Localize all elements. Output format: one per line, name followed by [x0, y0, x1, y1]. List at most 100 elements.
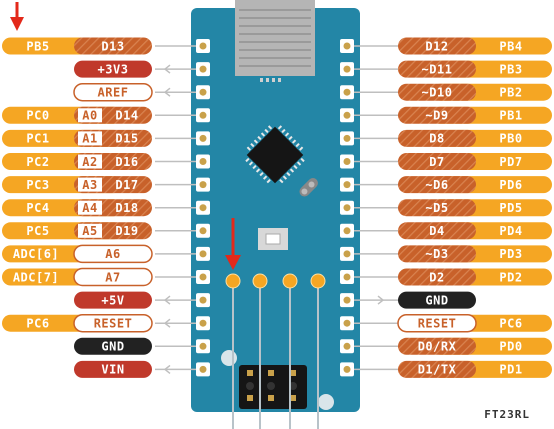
pin-label: ~D9 [425, 109, 448, 123]
port-label: PD1 [499, 363, 522, 377]
pin-label-pill [398, 83, 476, 101]
port-label: PD3 [499, 247, 522, 261]
red-arrow-ftdi-icon [225, 218, 241, 270]
mounting-hole [318, 394, 334, 410]
port-label: PB4 [499, 39, 522, 53]
pin-label-pill [74, 337, 152, 355]
pin-label: ~D10 [422, 86, 453, 100]
pin-label-pill [73, 244, 153, 264]
pin-label-pill [74, 360, 152, 378]
pin-label: D0/RX [418, 340, 457, 354]
header-pad-hole [199, 342, 207, 350]
port-label: PC2 [26, 155, 49, 169]
analog-label-box [78, 223, 102, 238]
arrow-left-icon [163, 295, 171, 305]
pin-label: GND [425, 293, 448, 307]
analog-label-box [78, 200, 102, 215]
pin-label-pill [398, 199, 476, 217]
port-label: PB0 [499, 132, 522, 146]
pin-label: D12 [425, 39, 448, 53]
pin-label: A7 [105, 270, 120, 284]
analog-label: A0 [82, 109, 97, 123]
header-pad-hole [199, 227, 207, 235]
arrow-right-icon [377, 295, 385, 305]
header-pad-hole [343, 273, 351, 281]
pin-label-pill [398, 360, 476, 378]
pin-label: AREF [98, 86, 129, 100]
pin-label: RESET [94, 317, 133, 331]
header-pad-hole [199, 319, 207, 327]
analog-label: A2 [82, 155, 97, 169]
pin-label-pill [398, 106, 476, 124]
pin-label: D8 [429, 132, 444, 146]
analog-label: A1 [82, 132, 97, 146]
usb-connector [235, 0, 315, 76]
pin-label: D16 [115, 155, 138, 169]
pin-label-pill [398, 291, 476, 309]
analog-label-box [78, 108, 102, 123]
pin-label-pill [398, 176, 476, 194]
header-pad-hole [343, 134, 351, 142]
red-arrow-top-left-icon [10, 2, 24, 31]
header-pad-hole [343, 250, 351, 258]
header-pad-hole [199, 88, 207, 96]
pin-label: GND [101, 340, 124, 354]
header-pad-hole [343, 342, 351, 350]
header-pad-hole [199, 158, 207, 165]
pin-label: +3V3 [98, 62, 129, 76]
port-label: PB5 [26, 39, 49, 53]
header-pad-hole [343, 111, 351, 119]
pin-label: D13 [101, 39, 124, 53]
port-label: ADC[7] [13, 270, 59, 284]
port-label: PD6 [499, 178, 522, 192]
header-pad-hole [199, 296, 207, 304]
port-label: PC0 [26, 109, 49, 123]
port-label: PB3 [499, 62, 522, 76]
analog-label-box [78, 177, 102, 192]
icsp-header [239, 365, 307, 409]
pin-label: D2 [429, 270, 444, 284]
header-pad-hole [199, 111, 207, 119]
pin-label-pill [74, 291, 152, 309]
pin-label: D15 [115, 132, 138, 146]
port-label: PD7 [499, 155, 522, 169]
pin-label: D18 [115, 201, 138, 215]
header-pad-hole [343, 204, 351, 212]
pin-label: VIN [101, 363, 124, 377]
header-pad-hole [199, 273, 207, 281]
arrow-left-icon [163, 364, 171, 374]
port-label: ADC[6] [13, 247, 59, 261]
port-label: PD4 [499, 224, 522, 238]
header-pad-hole [343, 227, 351, 235]
pin-label: D19 [115, 224, 138, 238]
port-label: PC4 [26, 201, 49, 215]
header-pad-hole [199, 134, 207, 142]
port-label: PC6 [499, 317, 522, 331]
pin-label: D17 [115, 178, 138, 192]
pin-label-pill [398, 337, 476, 355]
pin-label-pill [73, 267, 153, 287]
header-pads [196, 39, 354, 377]
header-pad-hole [199, 365, 207, 373]
pin-label-pill [398, 37, 476, 55]
smd-pads [260, 78, 281, 82]
arrow-left-icon [163, 87, 171, 97]
pin-label-pill [398, 268, 476, 286]
pin-label: ~D5 [425, 201, 448, 215]
header-pad-hole [343, 42, 351, 50]
header-pad-hole [199, 65, 207, 73]
pin-label: D4 [429, 224, 444, 238]
header-pad-hole [343, 296, 351, 304]
port-label: PD2 [499, 270, 522, 284]
crystal-oscillator [299, 178, 318, 197]
header-pad-hole [199, 42, 207, 50]
pin-label: D14 [115, 109, 138, 123]
pin-label: D7 [429, 155, 444, 169]
pin-label: ~D11 [422, 62, 453, 76]
header-pad-hole [343, 88, 351, 96]
pin-label-pill [73, 313, 153, 333]
pin-label: ~D3 [425, 247, 448, 261]
port-label: PC3 [26, 178, 49, 192]
pin-label-pill [397, 313, 477, 333]
header-pad-hole [199, 250, 207, 258]
